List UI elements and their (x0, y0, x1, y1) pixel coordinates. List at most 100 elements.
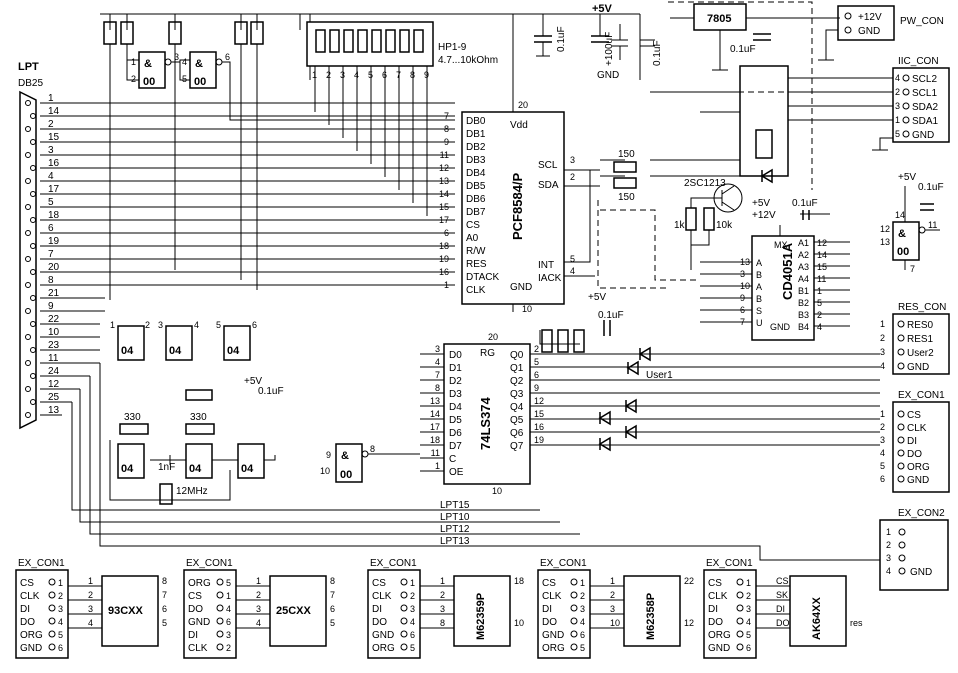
pcf-pin-number: 11 (440, 150, 449, 160)
module-signal: GND (372, 630, 394, 641)
module-pin: 1 (58, 578, 63, 588)
module-signal: DO (20, 617, 35, 628)
lpt-pin-number: 24 (48, 366, 60, 377)
pcf-pin-name: R/W (466, 246, 486, 257)
module-signal: DO (188, 604, 203, 615)
module-chip-pin: 7 (330, 590, 335, 600)
svg-text:&: & (341, 450, 349, 462)
module-signal: DI (542, 604, 552, 615)
svg-text:0.1uF: 0.1uF (652, 40, 663, 66)
lpt-pin-number: 8 (48, 275, 54, 286)
pcf-pin-name: CLK (466, 285, 486, 296)
lpt-pin (30, 295, 36, 301)
rnet-resistor (357, 29, 368, 53)
ls374-pin-number: 4 (435, 357, 440, 367)
svg-text:74LS374: 74LS374 (478, 396, 493, 450)
pcf-pin-number: 7 (444, 111, 449, 121)
module-chip-pin: SK (776, 590, 788, 600)
module-signal: GND (708, 643, 730, 654)
excon-pin-name: GND (907, 475, 929, 486)
module-pin: 2 (746, 591, 751, 601)
svg-text:04: 04 (121, 345, 134, 357)
svg-text:0.1uF: 0.1uF (258, 386, 284, 397)
lpt-pin (25, 360, 31, 366)
res-pin-number: 1 (880, 319, 885, 329)
module-signal: CLK (188, 643, 208, 654)
svg-text:14: 14 (895, 210, 905, 220)
decoupling-caps: 0.1uF +5V +100uF 0.1uF GND (534, 3, 663, 81)
svg-text:12: 12 (880, 224, 890, 234)
rnet-label: HP1-9 (438, 42, 467, 53)
ls374-pin-name: OE (449, 467, 464, 478)
svg-text:7: 7 (910, 264, 915, 274)
module-signal: CS (20, 578, 34, 589)
lpt-pin (25, 334, 31, 340)
pcf-pin-name: CS (466, 220, 480, 231)
svg-text:0.1uF: 0.1uF (598, 310, 624, 321)
module-pin: 3 (580, 604, 585, 614)
cd4051-pin-name: U (756, 318, 763, 328)
module-signal: DI (372, 604, 382, 615)
ls374-pin-number: 7 (435, 370, 440, 380)
ls374-pin-name: D7 (449, 441, 462, 452)
module-pin: 6 (226, 617, 231, 627)
nand-gate-1: & 00 1 2 3 (131, 51, 179, 89)
module-chip-name: AK64XX (811, 597, 823, 640)
ls374-pin-number: 14 (430, 409, 440, 419)
module-pin: 1 (226, 591, 231, 601)
module-pin: 1 (410, 578, 415, 588)
module-chip-pin: DO (776, 618, 790, 628)
module-chip-pin: 8 (330, 576, 335, 586)
ls374-pin-name: D4 (449, 402, 462, 413)
module-signal: CS (188, 591, 202, 602)
svg-text:INT: INT (538, 260, 554, 271)
iic-pin-number: 1 (895, 115, 900, 125)
cd4051-pin-name: A3 (798, 262, 809, 272)
lpt-pin (30, 243, 36, 249)
ls374-pin-number: 19 (534, 435, 544, 445)
module-pin: 4 (58, 617, 63, 627)
nand-gate-2: & 00 4 5 6 (182, 51, 230, 89)
module-signal: DI (20, 604, 30, 615)
module-title: EX_CON1 (370, 558, 417, 569)
lpt-pin (25, 282, 31, 288)
excon-pin-name: CS (907, 410, 921, 421)
svg-text:1: 1 (110, 320, 115, 330)
module-signal: DO (708, 617, 723, 628)
svg-text:330: 330 (190, 412, 207, 423)
module-pin: 6 (746, 643, 751, 653)
module-signal: ORG (372, 643, 395, 654)
svg-text:PW_CON: PW_CON (900, 16, 944, 27)
svg-text:00: 00 (194, 76, 206, 88)
lpt-connector: LPT DB25 1142153164175186197208219221023… (18, 61, 60, 430)
svg-text:+100uF: +100uF (604, 32, 615, 66)
ls374-pin-name: D2 (449, 376, 462, 387)
module-signal: CLK (20, 591, 40, 602)
module-chip-name: M62358P (645, 593, 657, 640)
cd4051-pin-name: B (756, 294, 762, 304)
svg-text:2: 2 (570, 172, 575, 182)
svg-text:LPT12: LPT12 (440, 524, 470, 535)
module-pin: 6 (580, 630, 585, 640)
lpt-pin-number: 6 (48, 223, 54, 234)
excon-pin-number: 3 (880, 435, 885, 445)
ls374-pin-name: D6 (449, 428, 462, 439)
svg-text:7805: 7805 (707, 13, 731, 25)
svg-text:13: 13 (880, 237, 890, 247)
ls374-chip: 74LS374 RG 20 10 3D04D17D28D313D414D517D… (420, 332, 880, 496)
lpt-pin (30, 165, 36, 171)
svg-text:User1: User1 (646, 370, 673, 381)
module-chip-pin: 4 (256, 618, 261, 628)
cd4051-pin-number: 11 (817, 274, 826, 284)
lpt-pin (25, 178, 31, 184)
svg-text:4: 4 (194, 320, 199, 330)
cd4051-pin-name: B (756, 270, 762, 280)
ls374-pin-number: 9 (534, 383, 539, 393)
svg-text:1: 1 (131, 57, 136, 67)
module-title: EX_CON1 (186, 558, 233, 569)
cd4051-pin-name: A2 (798, 250, 809, 260)
